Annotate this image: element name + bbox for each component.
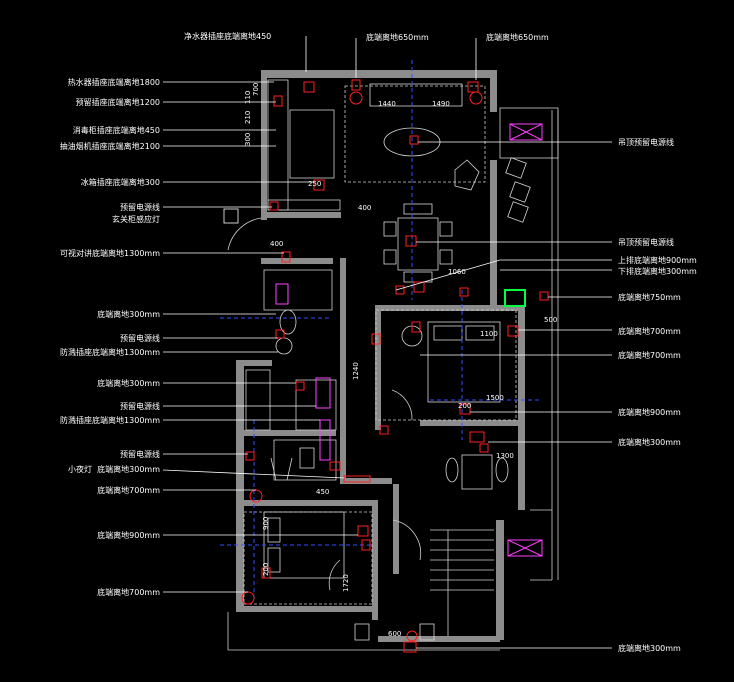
- annotation-label: 底端离地650mm: [366, 32, 429, 42]
- annotation-label: 下排底端离地300mm: [618, 266, 697, 276]
- left-annotations: 热水器插座底端离地1800 预留插座底端离地1200 消毒柜插座底端离地450 …: [60, 77, 161, 597]
- dimension: 250: [308, 180, 321, 188]
- window-markers: [275, 123, 543, 557]
- dimension: 600: [388, 630, 401, 638]
- drawing-lines: [227, 79, 559, 651]
- dimension: 1720: [342, 574, 350, 592]
- annotation-label: 底端离地700mm: [97, 587, 160, 597]
- right-annotations: 吊顶预留电源线 吊顶预留电源线 上排底端离地900mm 下排底端离地300mm …: [618, 137, 697, 653]
- annotation-label: 防溅插座底端离地1300mm: [60, 347, 160, 357]
- dimension: 110: [244, 91, 252, 104]
- annotation-label: 底端离地300mm: [618, 643, 681, 653]
- annotation-label: 热水器插座底端离地1800: [68, 77, 160, 87]
- dimension-texts: 1440 1490 400 210 110 300 700 400 1060 2…: [244, 83, 557, 638]
- annotation-label: 玄关柜感应灯: [112, 214, 160, 224]
- top-annotations: 净水器插座底端离地450 底端离地650mm 底端离地650mm: [184, 31, 549, 42]
- dimension: 200: [262, 563, 270, 576]
- annotation-label: 吊顶预留电源线: [618, 137, 674, 147]
- dimension: 1440: [378, 100, 396, 108]
- dimension: 500: [544, 316, 557, 324]
- annotation-label: 冰箱插座底端离地300: [81, 177, 160, 187]
- annotation-label: 预留电源线: [120, 202, 160, 212]
- annotation-label: 底端离地700mm: [97, 485, 160, 495]
- annotation-label: 吊顶预留电源线: [618, 237, 674, 247]
- annotation-label: 预留电源线: [120, 401, 160, 411]
- dimension: 1240: [352, 362, 360, 380]
- dimension: 400: [358, 204, 371, 212]
- dimension: 900: [262, 517, 270, 530]
- dimension: 1060: [448, 268, 466, 276]
- annotation-label: 底端离地750mm: [618, 292, 681, 302]
- annotation-label: 底端离地300mm: [97, 464, 160, 474]
- dimension: 1300: [496, 452, 514, 460]
- annotation-label: 预留插座底端离地1200: [76, 97, 160, 107]
- annotation-label: 底端离地300mm: [97, 309, 160, 319]
- annotation-label: 底端离地650mm: [486, 32, 549, 42]
- annotation-label: 小夜灯: [68, 464, 92, 474]
- annotation-label: 抽油烟机插座底端离地2100: [60, 141, 160, 151]
- dimension: 700: [252, 83, 260, 96]
- dimension: 1490: [432, 100, 450, 108]
- annotation-label: 底端离地700mm: [618, 326, 681, 336]
- walls: [236, 70, 525, 642]
- annotation-label: 防溅插座底端离地1300mm: [60, 415, 160, 425]
- annotation-label: 可视对讲底端离地1300mm: [60, 248, 160, 258]
- annotation-label: 上排底端离地900mm: [618, 255, 697, 265]
- annotation-label: 底端离地900mm: [97, 530, 160, 540]
- annotation-label: 预留电源线: [120, 333, 160, 343]
- dimension: 300: [244, 133, 252, 146]
- dimension: 400: [270, 240, 283, 248]
- annotation-label: 净水器插座底端离地450: [184, 31, 271, 41]
- annotation-label: 底端离地900mm: [618, 407, 681, 417]
- leader-lines: [162, 36, 612, 649]
- dimension: 210: [244, 111, 252, 124]
- dimension: 1500: [486, 394, 504, 402]
- dimension: 200: [458, 402, 471, 410]
- axis-lines: [220, 60, 540, 600]
- annotation-label: 预留电源线: [120, 449, 160, 459]
- dimension: 1100: [480, 330, 498, 338]
- dimension: 450: [316, 488, 329, 496]
- annotation-label: 底端离地300mm: [97, 378, 160, 388]
- outlet-markers: [241, 79, 549, 653]
- annotation-label: 消毒柜插座底端离地450: [73, 125, 160, 135]
- annotation-label: 底端离地700mm: [618, 350, 681, 360]
- annotation-label: 底端离地300mm: [618, 437, 681, 447]
